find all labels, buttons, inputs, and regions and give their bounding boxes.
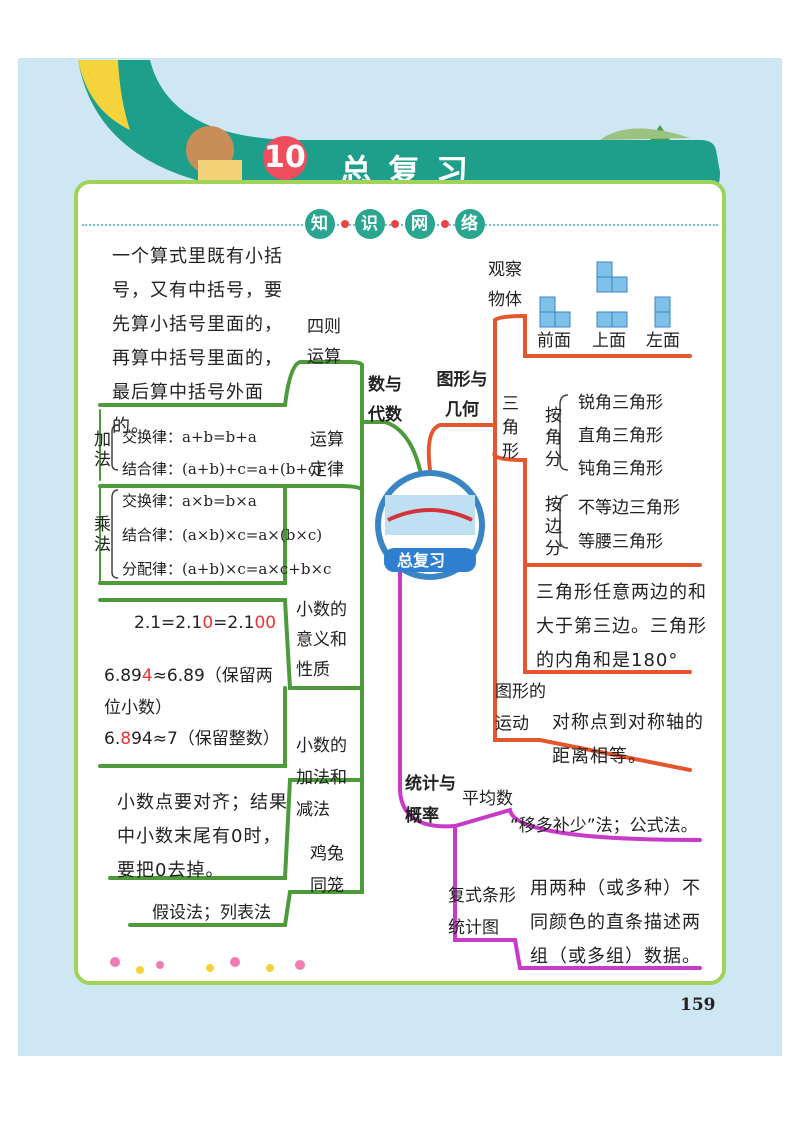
branch-motion: 图形的运动 — [495, 682, 546, 734]
mixed-ops-note: 一个算式里既有小括号，又有中括号，要先算小括号里面的，再算中括号里面的，最后算中… — [112, 246, 283, 437]
category-number-algebra: 数与代数 — [368, 375, 402, 425]
unit-number: 10 — [264, 140, 306, 175]
branch-decimal-add: 小数的加法和减法 — [296, 736, 347, 820]
subtitle-char-4: 络 — [461, 214, 478, 234]
view-left: 左面 — [646, 331, 680, 351]
average-note: “移多补少”法；公式法。 — [510, 816, 698, 836]
mul-distributive: 分配律：(a+b)×c=a×c+b×c — [122, 560, 332, 578]
round-two-places: 6.894≈6.89（保留两位小数） — [104, 666, 273, 718]
category-geometry: 图形与几何 — [436, 370, 488, 420]
decimal-equality: 2.1=2.10=2.100 — [134, 613, 277, 633]
view-top: 上面 — [592, 331, 626, 351]
branch-laws: 运算定律 — [310, 430, 344, 480]
subtitle-char-2: 识 — [361, 214, 378, 234]
branch-chicken-rabbit: 鸡兔同笼 — [310, 844, 344, 896]
bridge-icon — [387, 508, 473, 522]
by-angle-label: 按角分 — [545, 406, 562, 470]
bar-chart-note: 用两种（或多种）不同颜色的直条描述两组（或多组）数据。 — [530, 878, 701, 967]
add-label: 加法 — [94, 430, 111, 470]
round-integer: 6.894≈7（保留整数） — [104, 729, 280, 749]
isosceles-triangle: 等腰三角形 — [578, 532, 663, 552]
category-stats: 统计与概率 — [405, 774, 456, 826]
unit-badge-bg — [263, 136, 307, 180]
branch-observe: 观察物体 — [488, 260, 522, 310]
branch-triangle: 三角形 — [502, 394, 519, 462]
right-triangle: 直角三角形 — [578, 426, 663, 446]
obtuse-triangle: 钝角三角形 — [578, 459, 663, 479]
branch-bar-chart: 复式条形统计图 — [448, 886, 516, 938]
branch-decimal-meaning: 小数的意义和性质 — [296, 600, 347, 680]
mul-label: 乘法 — [94, 515, 111, 555]
add-associative: 结合律：(a+b)+c=a+(b+c) — [122, 460, 323, 478]
view-front: 前面 — [537, 331, 571, 351]
add-commutative: 交换律：a+b=b+a — [122, 428, 257, 446]
subtitle-char-1: 知 — [311, 214, 328, 234]
branch-four-ops: 四则运算 — [307, 317, 341, 367]
mul-commutative: 交换律：a×b=b×a — [122, 492, 257, 510]
by-side-label: 按边分 — [545, 495, 562, 559]
subtitle-circles — [305, 209, 485, 239]
center-label: 总复习 — [397, 551, 446, 570]
mul-associative: 结合律：(a×b)×c=a×(b×c) — [122, 526, 323, 544]
dotted-divider — [82, 224, 718, 226]
branch-average: 平均数 — [462, 789, 513, 809]
decimal-add-note: 小数点要对齐；结果中小数末尾有0时，要把0去掉。 — [117, 792, 288, 881]
acute-triangle: 锐角三角形 — [578, 393, 663, 413]
subtitle-char-3: 网 — [411, 214, 428, 234]
chicken-rabbit-note: 假设法；列表法 — [152, 903, 271, 923]
motion-note: 对称点到对称轴的距离相等。 — [552, 712, 704, 767]
page-number: 159 — [680, 995, 716, 1015]
triangle-fact: 三角形任意两边的和大于第三边。三角形的内角和是180° — [536, 582, 707, 671]
scalene-triangle: 不等边三角形 — [578, 498, 680, 518]
